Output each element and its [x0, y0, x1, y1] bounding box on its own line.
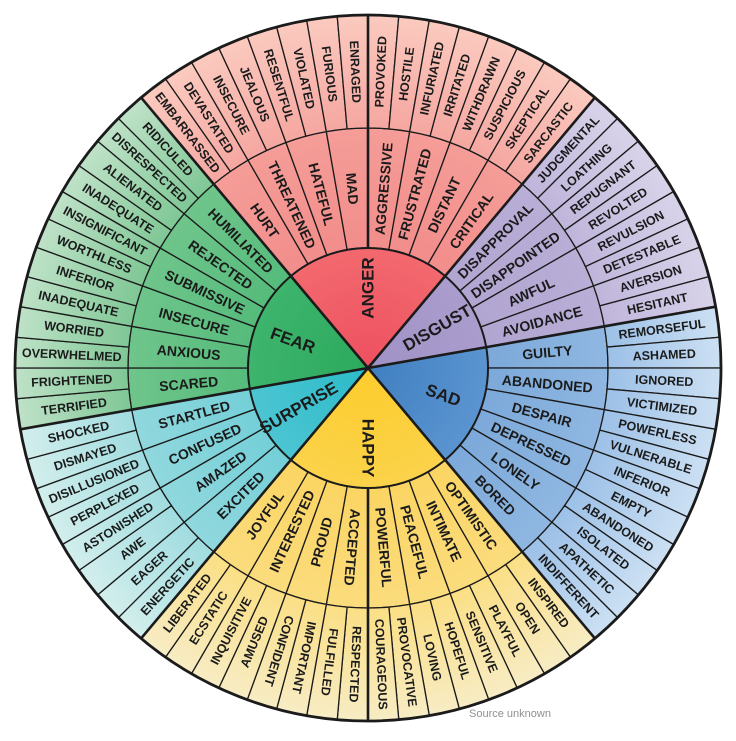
emotion-label: GUILTY	[522, 342, 574, 362]
section-boundary	[20, 366, 369, 431]
emotion-label: MAD	[343, 172, 362, 205]
emotion-label: ACCEPTED	[341, 508, 364, 586]
emotion-label: HAPPY	[359, 419, 378, 478]
emotion-label: OVERWHELMED	[22, 346, 122, 364]
emotion-label: IGNORED	[635, 373, 694, 390]
section-boundary	[140, 96, 369, 369]
section-boundary	[367, 96, 596, 369]
source-caption: Source unknown	[469, 708, 551, 720]
emotion-label: ANGER	[359, 257, 378, 318]
emotion-label: PROVOKED	[372, 36, 389, 108]
emotion-label: ABANDONED	[501, 372, 593, 396]
section-boundary	[140, 367, 369, 640]
emotion-label: ASHAMED	[632, 347, 696, 364]
emotion-label: RESPECTED	[346, 626, 363, 703]
wheel-outline	[13, 13, 723, 723]
emotion-label: POWERFUL	[372, 507, 395, 589]
section-boundary	[367, 367, 596, 640]
section-boundary	[367, 305, 716, 370]
emotion-label: COURAGEOUS	[372, 618, 390, 710]
emotion-label: FRIGHTENED	[31, 372, 113, 390]
emotion-label: SCARED	[159, 373, 219, 394]
emotion-label: ENRAGED	[347, 40, 364, 103]
core-ring-outline	[247, 247, 489, 489]
emotion-label: ANXIOUS	[156, 342, 221, 363]
